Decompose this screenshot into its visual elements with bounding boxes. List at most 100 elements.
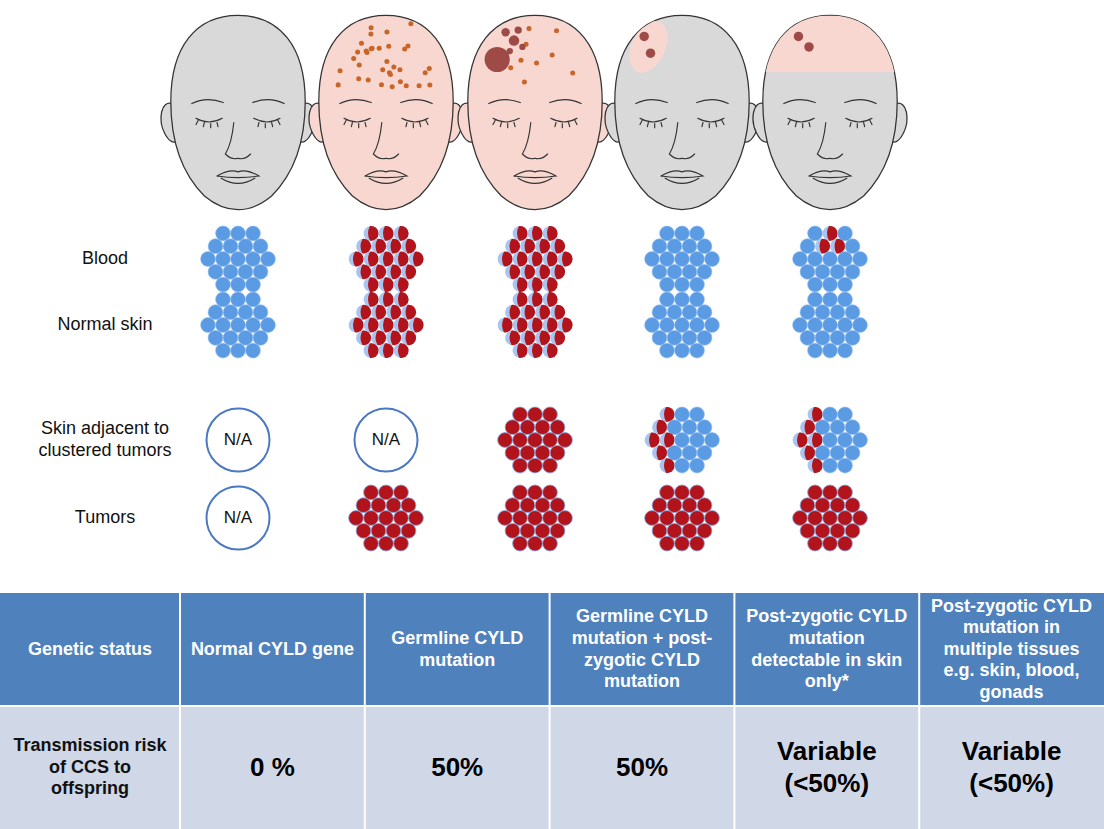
cell xyxy=(808,407,823,422)
cell xyxy=(705,433,720,448)
cell xyxy=(660,458,675,473)
tumor-dot xyxy=(384,30,389,35)
cell-mutant-half xyxy=(805,445,816,460)
table-header: Post-zygotic CYLD mutation detectable in… xyxy=(734,593,919,706)
cell xyxy=(386,305,401,320)
cell-mutant-half xyxy=(406,264,417,279)
cell xyxy=(371,264,386,279)
cell xyxy=(558,252,573,267)
cell-cluster xyxy=(498,292,573,358)
cell xyxy=(231,226,246,241)
cell xyxy=(823,536,838,551)
cell xyxy=(513,536,528,551)
cell xyxy=(543,458,558,473)
cell xyxy=(550,305,565,320)
cell xyxy=(208,305,223,320)
tumor-dot xyxy=(384,59,389,64)
cell-mutant-half xyxy=(383,292,394,307)
cell xyxy=(528,407,543,422)
cell xyxy=(513,433,528,448)
cell xyxy=(800,445,815,460)
cell-mutant-half xyxy=(532,292,543,307)
cell xyxy=(543,343,558,358)
cell xyxy=(505,523,520,538)
cell xyxy=(800,498,815,513)
tumor-dot xyxy=(508,65,513,70)
cell xyxy=(201,318,216,333)
cell xyxy=(520,498,535,513)
cell-mutant-half xyxy=(398,343,409,358)
tumor-dot xyxy=(397,67,402,72)
cell xyxy=(379,318,394,333)
cell xyxy=(364,252,379,267)
cell xyxy=(520,523,535,538)
cell xyxy=(394,511,409,526)
cell xyxy=(505,239,520,254)
cell xyxy=(690,511,705,526)
cell xyxy=(690,407,705,422)
cell xyxy=(246,277,261,292)
cell-mutant-half xyxy=(532,252,543,267)
cell-cluster xyxy=(201,292,276,358)
cell-mutant-half xyxy=(502,318,513,333)
cell xyxy=(535,264,550,279)
cell xyxy=(216,318,231,333)
cell xyxy=(379,343,394,358)
cell xyxy=(505,305,520,320)
cell xyxy=(528,277,543,292)
cell xyxy=(675,226,690,241)
table-divider xyxy=(733,593,735,829)
cell-clusters xyxy=(201,226,868,551)
cell-mutant-half xyxy=(562,252,573,267)
circle-shape xyxy=(355,409,418,472)
cell xyxy=(513,458,528,473)
cell-mutant-half xyxy=(555,330,566,345)
cell xyxy=(498,511,513,526)
cell-mutant-half xyxy=(413,318,424,333)
cell xyxy=(675,511,690,526)
cell xyxy=(660,226,675,241)
table-cell: 50% xyxy=(365,706,550,829)
cell xyxy=(808,511,823,526)
cell xyxy=(682,239,697,254)
cell xyxy=(246,318,261,333)
cell-mutant-half xyxy=(547,292,558,307)
cell xyxy=(535,420,550,435)
tumor-dot xyxy=(356,76,361,81)
cell xyxy=(667,523,682,538)
cell xyxy=(830,420,845,435)
tumor-dot xyxy=(379,82,384,87)
cell-mutant-half xyxy=(368,252,379,267)
table-divider xyxy=(549,593,551,829)
cell-mutant-half xyxy=(649,433,660,448)
cell xyxy=(356,239,371,254)
cell-cluster xyxy=(349,226,424,292)
cell xyxy=(505,445,520,460)
cell xyxy=(815,239,830,254)
cell xyxy=(558,318,573,333)
cell xyxy=(675,277,690,292)
cell xyxy=(498,318,513,333)
cell-mutant-half xyxy=(510,305,521,320)
cell-mutant-half xyxy=(812,433,823,448)
cell xyxy=(645,318,660,333)
cell xyxy=(815,305,830,320)
cell-mutant-half xyxy=(547,226,558,241)
cell-cluster xyxy=(645,407,720,473)
cell xyxy=(505,330,520,345)
tumor-dot xyxy=(417,83,422,88)
cell xyxy=(660,277,675,292)
cell xyxy=(394,277,409,292)
cell xyxy=(838,343,853,358)
cell xyxy=(394,536,409,551)
cell xyxy=(690,433,705,448)
cell xyxy=(675,252,690,267)
cell xyxy=(690,458,705,473)
cell xyxy=(394,318,409,333)
table-header: Germline CYLD mutation + post-zygotic CY… xyxy=(550,593,735,706)
cell xyxy=(800,330,815,345)
cell-mutant-half xyxy=(368,226,379,241)
cell xyxy=(705,318,720,333)
cell-cluster xyxy=(498,485,573,551)
